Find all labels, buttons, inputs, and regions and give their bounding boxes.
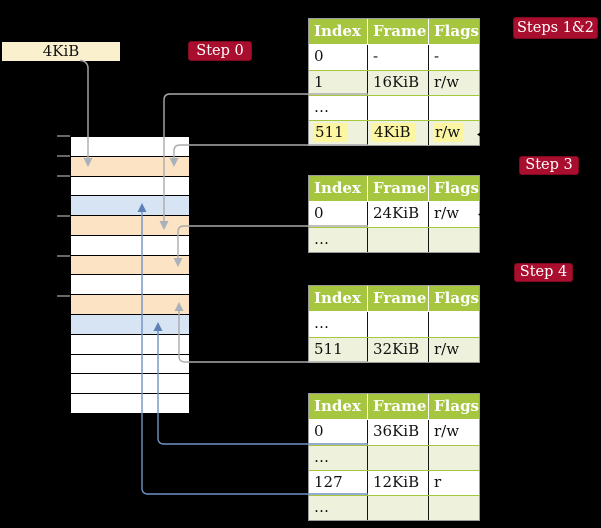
badge-steps-1-2: Steps 1&2 (513, 17, 598, 39)
table-cell: … (314, 230, 329, 248)
memory-frame-row-10 (71, 314, 189, 334)
table-header-cell: Frame (367, 286, 428, 311)
table-cell: - (428, 45, 479, 70)
memory-frame-row-3 (71, 175, 189, 196)
highlighted-cell-text: 4KiB (372, 123, 415, 142)
memory-frame-row-12 (71, 353, 189, 374)
highlighted-cell-text: r/w (433, 123, 465, 142)
table-row: … (309, 227, 479, 252)
table-cell (428, 96, 479, 120)
memory-frame-row-13 (71, 373, 189, 394)
table-cell: r/w (428, 420, 479, 445)
memory-frame-row-8 (71, 274, 189, 295)
table-header-cell: Frame (367, 19, 428, 44)
table-cell: 511 (314, 340, 343, 358)
memory-frame-row-1 (71, 137, 189, 156)
table-cell: … (314, 448, 329, 466)
memory-frame-row-11 (71, 333, 189, 354)
badge-step-4: Step 4 (514, 263, 573, 282)
table-cell (367, 228, 428, 252)
memory-frame-row-14 (71, 393, 189, 413)
table-row: … (309, 95, 479, 120)
table-header-cell: Flags (428, 176, 479, 201)
table-cell: 127 (314, 473, 343, 491)
table-cell: 1 (314, 73, 324, 91)
table-cell (428, 446, 479, 470)
table-cell: 0 (314, 47, 324, 65)
table-cell: r/w (428, 338, 479, 362)
physical-memory-column (70, 136, 190, 414)
highlighted-cell-text: 511 (313, 123, 348, 142)
badge-step-3: Step 3 (519, 156, 579, 175)
table-cell: r/w (428, 71, 479, 95)
table-cell: 0 (314, 204, 324, 222)
badge-step-0: Step 0 (188, 41, 252, 61)
table-cell: … (314, 498, 329, 516)
table-cell (367, 312, 428, 337)
table-cell (367, 96, 428, 120)
table-header-cell: Index (314, 289, 361, 307)
table-row: … (309, 445, 479, 470)
table-header-cell: Index (314, 179, 361, 197)
table-row: … (309, 312, 479, 337)
table-cell: 0 (314, 422, 324, 440)
table-cell: 511 (309, 121, 367, 145)
table-cell: 24KiB (367, 202, 428, 227)
table-cell (428, 312, 479, 337)
table-cell: … (314, 314, 329, 332)
table-cell: r/w (428, 202, 479, 227)
table-cell (428, 228, 479, 252)
frame-4kib-label: 4KiB (2, 42, 120, 61)
memory-frame-row-2 (71, 155, 189, 176)
table-cell (367, 496, 428, 520)
table-header-cell: Flags (428, 286, 479, 311)
table-cell: 16KiB (367, 71, 428, 95)
table-header-cell: Frame (367, 394, 428, 419)
table-cell: - (367, 45, 428, 70)
table-cell: r (428, 471, 479, 495)
memory-frame-row-4 (71, 195, 189, 216)
memory-frame-row-7 (71, 254, 189, 275)
table-header-cell: Index (314, 22, 361, 40)
table-header-cell: Flags (428, 19, 479, 44)
table-row: 0 -- (309, 45, 479, 70)
table-header-cell: Flags (428, 394, 479, 419)
table-cell: r/w (428, 121, 479, 145)
table-cell: 36KiB (367, 420, 428, 445)
memory-frame-row-5 (71, 215, 189, 235)
table-cell: 12KiB (367, 471, 428, 495)
table-cell: … (314, 98, 329, 116)
table-cell (367, 446, 428, 470)
table-header-cell: Frame (367, 176, 428, 201)
memory-frame-row-6 (71, 234, 189, 255)
table-row: 511 4KiB r/w (309, 120, 479, 145)
table-row: … (309, 495, 479, 520)
table-header-cell: Index (314, 397, 361, 415)
memory-frame-row-9 (71, 294, 189, 315)
table-cell (428, 496, 479, 520)
frame-boundary-ticks (57, 135, 70, 297)
table-cell: 4KiB (367, 121, 428, 145)
table-cell: 32KiB (367, 338, 428, 362)
arrow-t1-entry511-to-frame-4kib (169, 144, 368, 167)
